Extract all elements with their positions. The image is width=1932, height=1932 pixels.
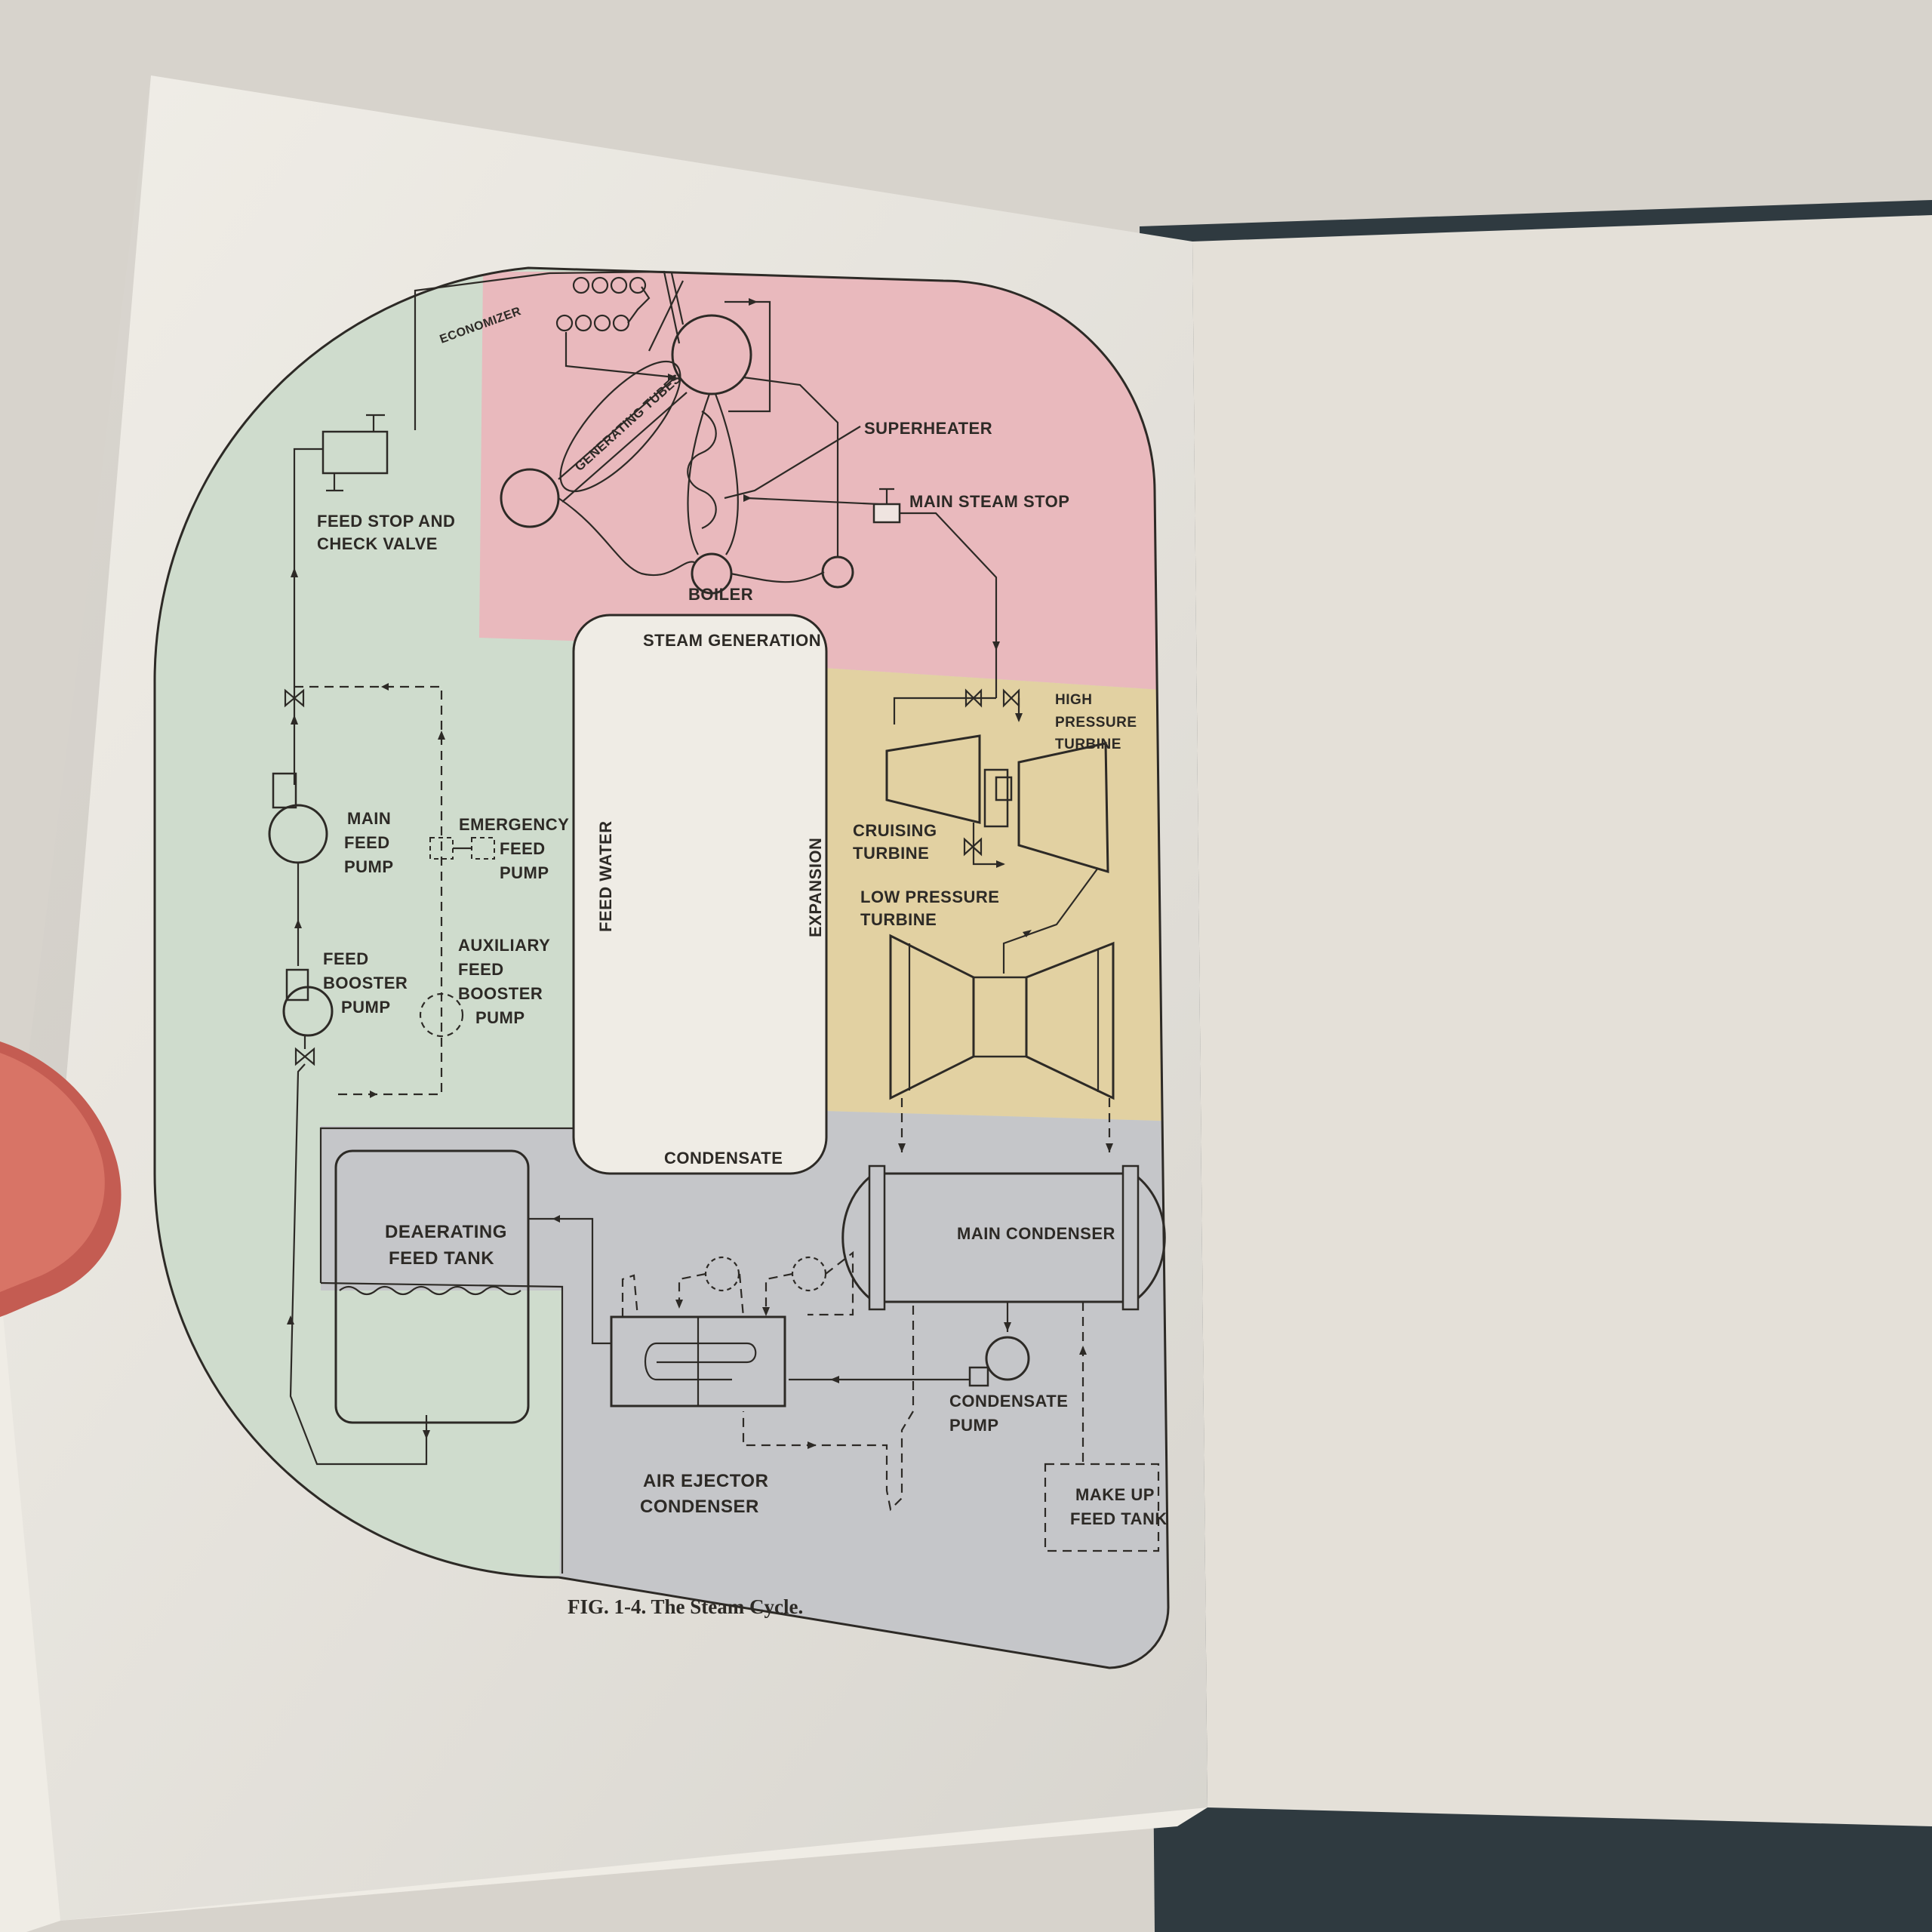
feed-stop-check-valve bbox=[321, 430, 389, 475]
cruising-turbine bbox=[885, 734, 981, 824]
main-feed-pump-label-line3: PUMP bbox=[344, 857, 394, 876]
steam-drum bbox=[671, 314, 752, 395]
condensate-pump-label-line1: CONDENSATE bbox=[949, 1392, 1068, 1411]
section-label-condensate: CONDENSATE bbox=[664, 1149, 783, 1168]
air-ejector-label-line2: CONDENSER bbox=[640, 1497, 759, 1517]
boiler-label: BOILER bbox=[688, 585, 753, 604]
right-page bbox=[1192, 215, 1932, 1826]
main-steam-stop-valve bbox=[872, 503, 901, 524]
condensate-pump-label-line2: PUMP bbox=[949, 1416, 999, 1435]
cycle-outline bbox=[153, 266, 1170, 1669]
aux-pump-label-line2: FEED bbox=[458, 960, 504, 979]
cycle-center-window bbox=[572, 614, 828, 1175]
steam-cycle-diagram: STEAM GENERATION CONDENSATE FEED WATER E… bbox=[153, 266, 1170, 1669]
deaerating-feed-tank: DEAERATING FEED TANK bbox=[319, 1127, 611, 1574]
feed-booster-pump-label-line2: BOOSTER bbox=[323, 974, 408, 992]
hp-turbine-label-line2: PRESSURE bbox=[1055, 715, 1137, 731]
emergency-feed-pump-label-line3: PUMP bbox=[500, 863, 549, 882]
aux-pump-label-line4: PUMP bbox=[475, 1008, 525, 1027]
feed-valve-upper bbox=[284, 688, 305, 708]
lp-turbine-label-line1: LOW PRESSURE bbox=[860, 888, 999, 906]
superheater-header bbox=[687, 393, 739, 555]
deaerating-tank-label-line1: DEAERATING bbox=[385, 1222, 507, 1242]
make-up-feed-tank bbox=[1044, 1463, 1160, 1552]
emergency-feed-pump-label-line1: EMERGENCY bbox=[459, 815, 569, 834]
lp-turbine-label-line2: TURBINE bbox=[860, 910, 937, 929]
superheater-label: SUPERHEATER bbox=[864, 419, 992, 438]
feed-booster-pump bbox=[282, 986, 334, 1037]
expansion-region bbox=[823, 668, 1168, 1122]
condensate-region bbox=[321, 1111, 1168, 1668]
high-pressure-turbine bbox=[1017, 742, 1109, 874]
main-condenser-label: MAIN CONDENSER bbox=[957, 1224, 1115, 1243]
deaerating-tank-label-line2: FEED TANK bbox=[389, 1248, 494, 1269]
make-up-tank-label-line2: FEED TANK bbox=[1070, 1509, 1168, 1528]
condensate-pump bbox=[985, 1336, 1030, 1381]
air-ejector-condenser: AIR EJECTOR CONDENSER bbox=[610, 1251, 854, 1517]
section-label-feed-water: FEED WATER bbox=[596, 820, 615, 932]
make-up-tank-label-line1: MAKE UP bbox=[1075, 1485, 1155, 1504]
main-steam-stop-label: MAIN STEAM STOP bbox=[909, 492, 1069, 511]
cruising-turbine-label-line2: TURBINE bbox=[853, 844, 929, 863]
feed-booster-pump-label-line3: PUMP bbox=[341, 998, 391, 1017]
emergency-feed-pump-label-line2: FEED bbox=[500, 839, 546, 858]
feed-stop-label-line1: FEED STOP AND bbox=[317, 512, 455, 531]
feed-line-left: ECONOMIZER FEED STOP AND CHECK VALVE MAI… bbox=[268, 272, 569, 1466]
hp-turbine-label-line1: HIGH bbox=[1055, 692, 1093, 708]
economizer-tubes bbox=[555, 276, 651, 332]
feed-booster-pump-label-line1: FEED bbox=[323, 949, 369, 968]
main-feed-pump-label-line2: FEED bbox=[344, 833, 390, 852]
section-label-expansion: EXPANSION bbox=[806, 838, 825, 937]
figure-caption: FIG. 1-4. The Steam Cycle. bbox=[568, 1595, 803, 1618]
auxiliary-feed-booster-pump bbox=[419, 992, 464, 1038]
turbines: HIGH PRESSURE TURBINE CRUISING TURBINE L… bbox=[853, 688, 1137, 1158]
main-condenser: MAIN CONDENSER CONDENSATE PUMP MAKE UP F… bbox=[742, 1164, 1168, 1552]
hp-turbine-label-line3: TURBINE bbox=[1055, 737, 1121, 752]
feed-valve-lower bbox=[294, 1047, 315, 1066]
aux-pump-label-line1: AUXILIARY bbox=[458, 936, 550, 955]
feed-stop-label-line2: CHECK VALVE bbox=[317, 534, 438, 553]
cruising-turbine-label-line1: CRUISING bbox=[853, 821, 937, 840]
steam-generation-region bbox=[479, 272, 1168, 693]
generating-tubes-bank bbox=[559, 360, 681, 493]
air-ejector-label-line1: AIR EJECTOR bbox=[643, 1471, 768, 1491]
main-feed-pump-label-line1: MAIN bbox=[347, 809, 391, 828]
aux-pump-label-line3: BOOSTER bbox=[458, 984, 543, 1003]
section-label-steam-generation: STEAM GENERATION bbox=[643, 631, 821, 650]
